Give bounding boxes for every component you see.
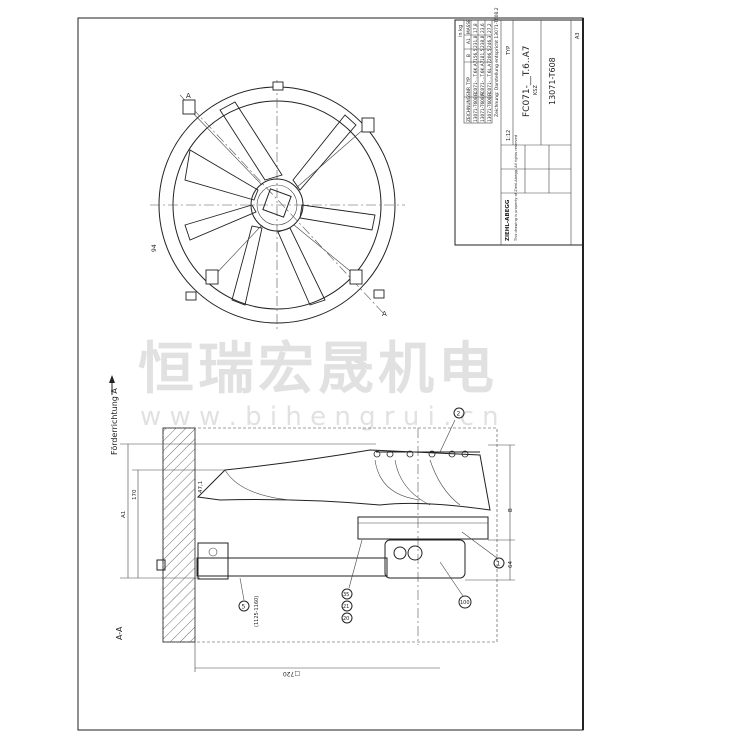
parts-table: ZEICHNUNGSNR TYP B A1 MASSE 13071-T608.1… — [463, 19, 493, 124]
svg-text:100: 100 — [460, 600, 470, 606]
section-marker-a-top: A — [186, 92, 191, 100]
svg-text:231,8: 231,8 — [473, 35, 479, 48]
title-block: in kg ZEICHNUNGSNR TYP B A1 MASSE 13071-… — [454, 7, 584, 246]
svg-text:35: 35 — [343, 592, 349, 598]
svg-text:181,5: 181,5 — [480, 48, 486, 61]
sheet-size: A3 — [575, 32, 581, 39]
callout-100: 100 — [458, 595, 472, 609]
callout-20: 20 — [341, 612, 353, 624]
section-view-label: A-A — [115, 626, 124, 640]
svg-text:13071-T608.1: 13071-T608.1 — [487, 92, 493, 122]
property-note: This drawing is property of Ziehl-Abegg.… — [514, 135, 518, 242]
callout-5: 5 — [238, 600, 250, 612]
table-header: TYP — [466, 77, 472, 86]
dimension-47: 47,1 — [198, 481, 204, 493]
table-header: ZEICHNUNGSNR — [466, 87, 472, 122]
dimension-a1: A1 — [121, 511, 127, 518]
dimension-64: 64 — [508, 561, 514, 568]
watermark-brand: 恒瑞宏晟机电 — [138, 337, 498, 402]
table-header: B — [466, 54, 472, 57]
callout-1: 1 — [493, 557, 505, 569]
type-label: TYP — [506, 46, 512, 56]
section-marker-a-bottom: A — [382, 310, 387, 318]
svg-text:206,5: 206,5 — [487, 48, 493, 61]
svg-text:1: 1 — [497, 561, 501, 568]
blade-profile — [196, 449, 491, 511]
wall-hatch — [162, 427, 196, 643]
svg-text:23,6: 23,6 — [480, 23, 486, 33]
mounting-brackets — [182, 81, 385, 301]
svg-text:17,8: 17,8 — [473, 23, 479, 33]
scale-value: 1:12 — [506, 130, 512, 141]
svg-text:FC071-...T.6K.A7: FC071-...T.6K.A7 — [473, 60, 479, 96]
svg-text:13071-T608.9: 13071-T608.9 — [480, 92, 486, 122]
terminal-box — [384, 539, 466, 579]
flow-direction-label: Förderrichtung A — [110, 388, 119, 455]
section-view: Förderrichtung A A-A — [109, 375, 515, 677]
dimension-94: 94 — [151, 244, 158, 252]
drawing-note: Zeichnung: Darstellung entspricht 13071-… — [494, 7, 500, 117]
svg-text:2: 2 — [457, 411, 461, 418]
svg-text:21: 21 — [343, 604, 349, 610]
svg-text:FC071-...T.6L.A7: FC071-...T.6L.A7 — [487, 61, 493, 96]
svg-text:27,2: 27,2 — [487, 23, 493, 33]
motor-body — [357, 516, 489, 540]
callout-35: 35 — [341, 588, 353, 600]
fan-top-view: A A 94 — [150, 80, 405, 330]
callout-2: 2 — [453, 407, 465, 419]
table-row: 13071-T608.1 FC071-...T.6L.A7 206,5 246,… — [487, 23, 493, 122]
svg-text:246,3: 246,3 — [487, 35, 493, 48]
svg-text:5: 5 — [242, 604, 246, 611]
drawing-number: 13071-T608 — [548, 57, 557, 105]
svg-text:FC071-...T.6K.A7: FC071-...T.6K.A7 — [480, 60, 486, 96]
part-5-range: (1125-1160) — [254, 596, 260, 627]
svg-text:156,5: 156,5 — [473, 48, 479, 61]
table-header: A1 — [466, 38, 472, 44]
watermark-url: w w w . b i h e n g r u i . c n — [140, 402, 499, 432]
callout-21: 21 — [341, 600, 353, 612]
table-row: 13071-T608.1 FC071-...T.6K.A7 156,5 231,… — [473, 23, 479, 122]
dimension-720: □720 — [283, 670, 300, 677]
svg-text:20: 20 — [343, 616, 349, 622]
svg-text:13071-T608.1: 13071-T608.1 — [473, 92, 479, 122]
dimension-b: B — [508, 508, 514, 512]
dimension-lines — [120, 443, 515, 672]
unit-label: in kg — [458, 25, 464, 37]
table-header: MASSE — [466, 19, 472, 34]
company-name: ZIEHL-ABEGG — [505, 199, 511, 241]
drawing-subtitle: KSZ — [533, 85, 539, 95]
dimension-170: 170 — [132, 489, 138, 500]
support-arm — [196, 557, 388, 577]
svg-text:238,8: 238,8 — [480, 35, 486, 48]
table-row: 13071-T608.9 FC071-...T.6K.A7 181,5 238,… — [480, 23, 486, 122]
drawing-title: FC071-__T.6..A7 — [522, 45, 532, 117]
